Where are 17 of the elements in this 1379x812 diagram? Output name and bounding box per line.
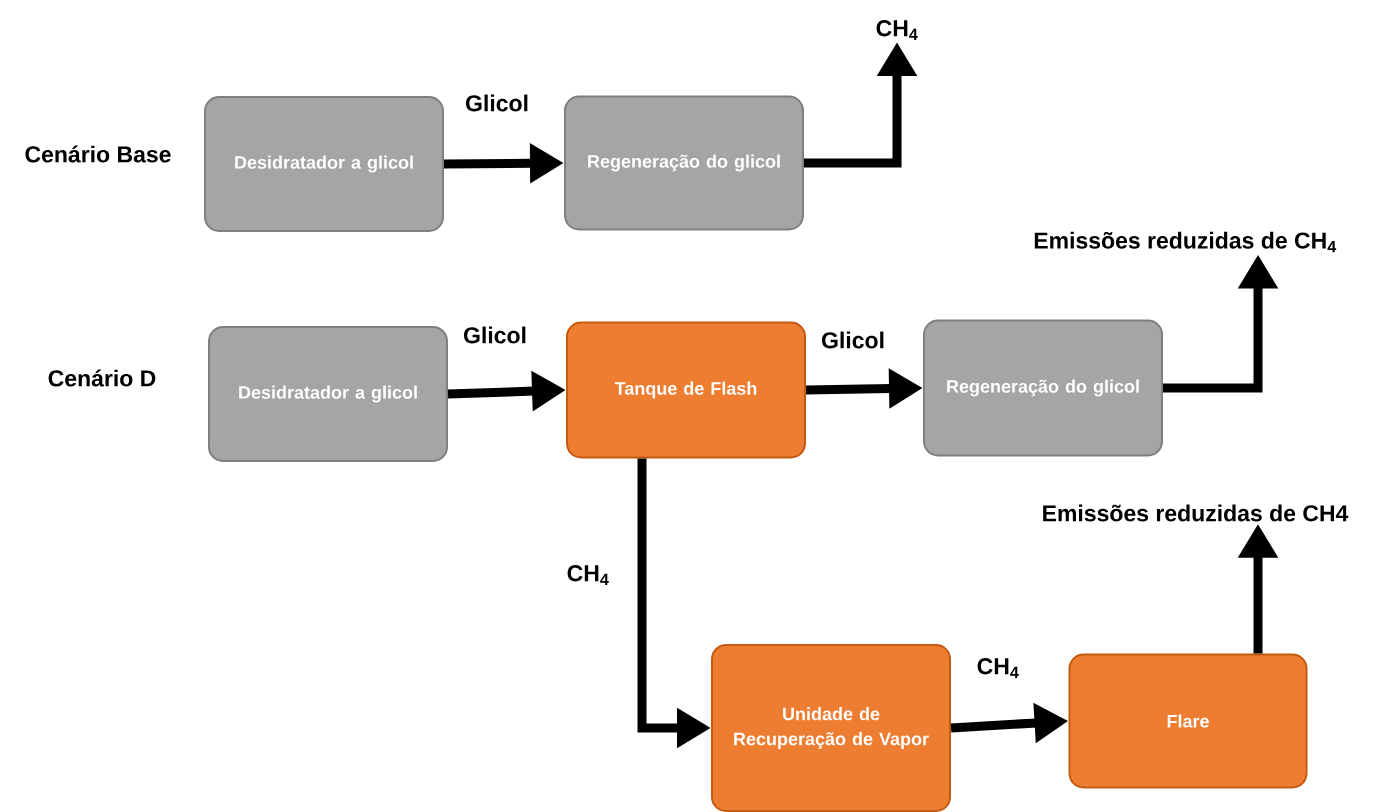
- process-box: Unidade de Recuperação de Vapor: [711, 644, 951, 812]
- edge-label: Glicol: [822, 331, 884, 349]
- edge-label: Glicol: [464, 326, 526, 344]
- process-box: Regeneração do glicol: [564, 95, 804, 231]
- process-box: Regeneração do glicol: [923, 319, 1163, 457]
- output-label: Emissões reduzidas de CH4: [1043, 504, 1349, 522]
- process-box: Desidratador a glicol: [208, 326, 448, 462]
- process-box: Desidratador a glicol: [204, 96, 444, 232]
- process-box: Flare: [1068, 653, 1308, 789]
- edge-label: CH$_{4}$: [977, 658, 1019, 678]
- edge-label: Glicol: [466, 94, 528, 112]
- scenario-label: Cenário Base: [25, 145, 171, 163]
- process-box: Tanque de Flash: [566, 321, 806, 459]
- output-label: CH$_{4}$: [876, 20, 918, 40]
- scenario-label: Cenário D: [48, 369, 156, 387]
- edge-label: CH$_{4}$: [567, 565, 609, 585]
- output-label: Emissões reduzidas de CH$_{4}$: [1034, 231, 1337, 253]
